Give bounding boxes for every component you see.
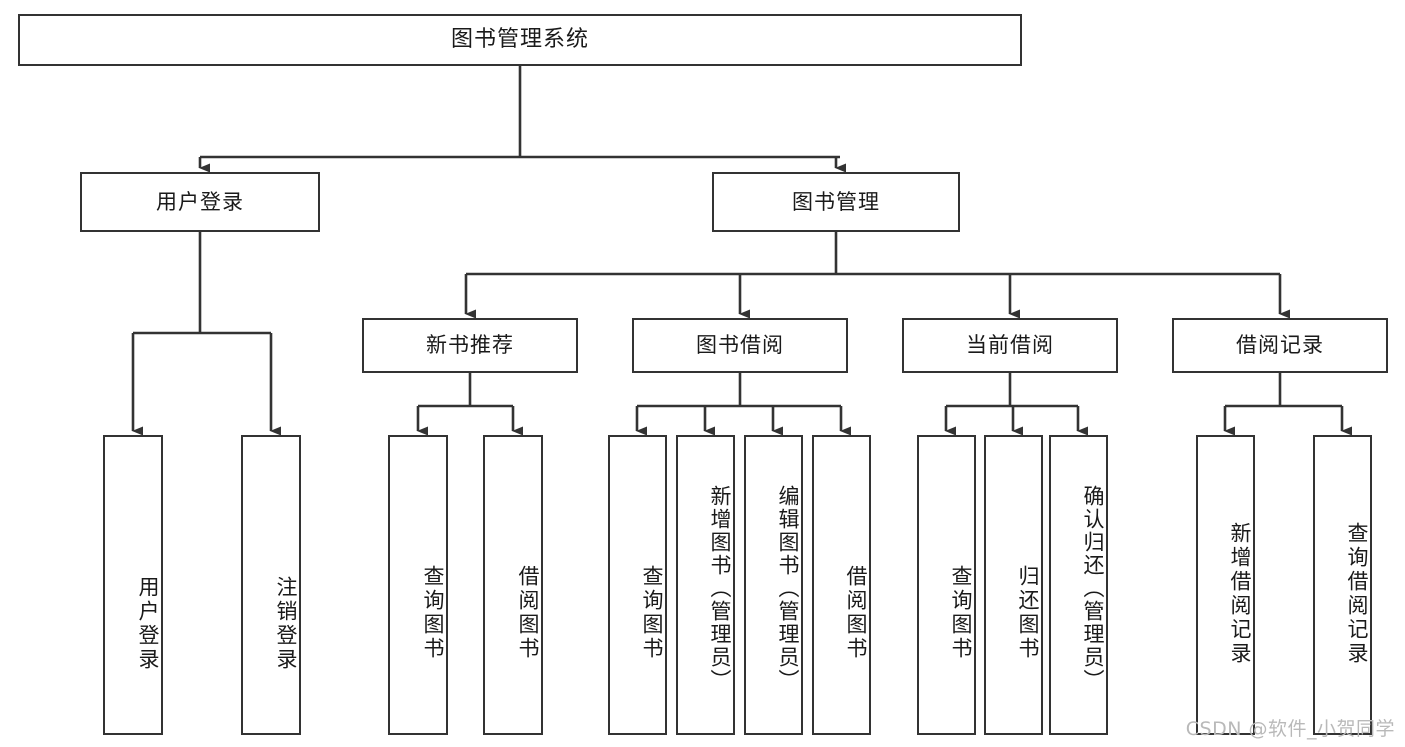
node-label: 借阅记录 xyxy=(1236,333,1324,358)
node-leaf-query-book-1[interactable]: 查询图书 xyxy=(388,435,448,735)
node-new-book-recommend[interactable]: 新书推荐 xyxy=(362,318,578,373)
node-label: 图书管理 xyxy=(792,189,880,214)
node-label: 确认归还（管理员） xyxy=(1081,484,1105,692)
node-leaf-logout-login[interactable]: 注销登录 xyxy=(241,435,301,735)
node-leaf-query-record[interactable]: 查询借阅记录 xyxy=(1313,435,1372,735)
watermark-text: CSDN @软件_小贺同学 xyxy=(1185,718,1395,740)
node-leaf-borrow-book-2[interactable]: 借阅图书 xyxy=(812,435,871,735)
node-leaf-edit-book[interactable]: 编辑图书（管理员） xyxy=(744,435,803,735)
node-label: 新增图书（管理员） xyxy=(708,484,732,692)
node-label: 图书借阅 xyxy=(696,333,784,358)
node-label: 查询图书 xyxy=(421,564,445,661)
node-leaf-query-book-2[interactable]: 查询图书 xyxy=(608,435,667,735)
node-borrow-record[interactable]: 借阅记录 xyxy=(1172,318,1388,373)
node-current-borrow[interactable]: 当前借阅 xyxy=(902,318,1118,373)
node-leaf-return-book[interactable]: 归还图书 xyxy=(984,435,1043,735)
node-user-login[interactable]: 用户登录 xyxy=(80,172,320,232)
node-book-management[interactable]: 图书管理 xyxy=(712,172,960,232)
node-label: 用户登录 xyxy=(156,189,244,214)
node-label: 借阅图书 xyxy=(844,564,868,661)
node-label: 查询图书 xyxy=(949,564,973,661)
node-leaf-add-book[interactable]: 新增图书（管理员） xyxy=(676,435,735,735)
node-label: 归还图书 xyxy=(1016,564,1040,661)
node-leaf-user-login[interactable]: 用户登录 xyxy=(103,435,163,735)
node-label: 借阅图书 xyxy=(516,564,540,661)
node-label: 用户登录 xyxy=(136,576,160,672)
node-label: 新书推荐 xyxy=(426,333,514,358)
node-label: 当前借阅 xyxy=(966,333,1054,358)
node-leaf-borrow-book-1[interactable]: 借阅图书 xyxy=(483,435,543,735)
node-label: 图书管理系统 xyxy=(450,27,589,53)
node-leaf-add-record[interactable]: 新增借阅记录 xyxy=(1196,435,1255,735)
node-leaf-query-book-3[interactable]: 查询图书 xyxy=(917,435,976,735)
node-label: 新增借阅记录 xyxy=(1228,522,1252,666)
node-root-book-management-system[interactable]: 图书管理系统 xyxy=(18,14,1022,66)
node-label: 查询借阅记录 xyxy=(1345,522,1369,666)
node-leaf-confirm-return[interactable]: 确认归还（管理员） xyxy=(1049,435,1108,735)
node-label: 编辑图书（管理员） xyxy=(776,484,800,692)
node-label: 查询图书 xyxy=(640,564,664,661)
node-label: 注销登录 xyxy=(274,576,298,672)
node-book-borrow[interactable]: 图书借阅 xyxy=(632,318,848,373)
